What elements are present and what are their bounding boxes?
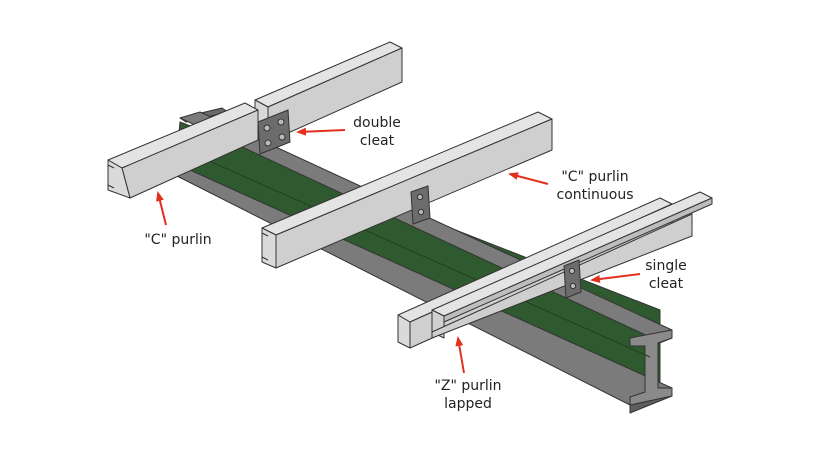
middle-cleat	[410, 185, 431, 225]
single-cleat	[563, 259, 582, 299]
label-c-purlin-continuous-line1: "C" purlin	[561, 169, 629, 185]
label-single-cleat-line2: cleat	[648, 276, 684, 292]
label-single-cleat: single cleat	[630, 257, 702, 293]
arrow-double-cleat	[296, 127, 346, 136]
c-purlin-left-front	[107, 102, 259, 199]
label-c-purlin-continuous-line2: continuous	[556, 187, 634, 203]
arrow-single-cleat	[590, 273, 641, 283]
label-c-purlin-line1: "C" purlin	[144, 232, 212, 248]
arrow-c-purlin	[156, 191, 167, 226]
label-double-cleat-line2: cleat	[359, 133, 395, 149]
label-z-purlin-lapped: "Z" purlin lapped	[420, 377, 516, 413]
arrow-c-purlin-continuous	[508, 172, 549, 185]
label-double-cleat: double cleat	[342, 114, 412, 150]
label-c-purlin-continuous: "C" purlin continuous	[540, 168, 650, 204]
double-cleat	[257, 109, 291, 155]
label-single-cleat-line1: single	[645, 258, 687, 274]
arrow-z-purlin	[455, 336, 465, 374]
callout-arrows	[156, 127, 641, 374]
label-double-cleat-line1: double	[353, 115, 401, 131]
label-c-purlin: "C" purlin	[128, 231, 228, 249]
label-z-purlin-lapped-line1: "Z" purlin	[434, 378, 502, 394]
label-z-purlin-lapped-line2: lapped	[444, 396, 492, 412]
